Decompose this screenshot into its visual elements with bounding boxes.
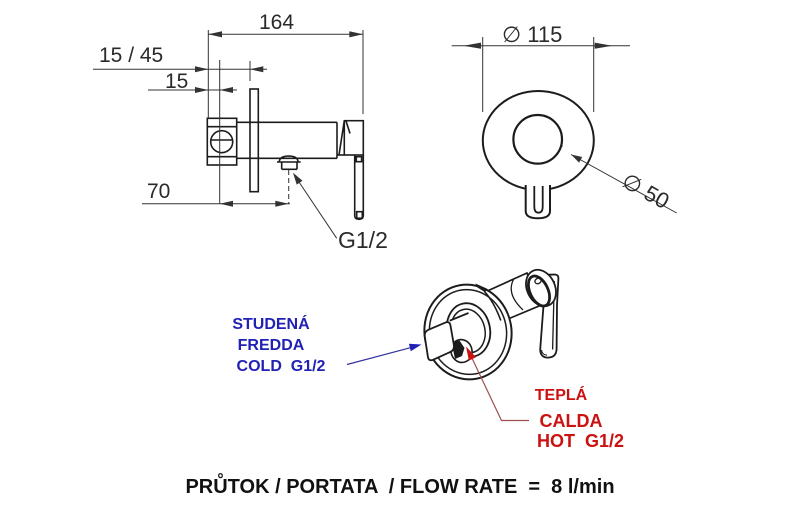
side-view-dimensions bbox=[93, 30, 364, 239]
front-view-dimensions bbox=[451, 37, 677, 214]
dim-depth-range: 15 / 45 bbox=[99, 44, 164, 67]
flow-rate-note: PRŮTOK / PORTATA / FLOW RATE = 8 l/min bbox=[185, 476, 615, 498]
side-view-drawing bbox=[206, 88, 365, 221]
dim-plate-diameter: ∅ 115 bbox=[502, 22, 563, 47]
cold-label-english: COLD G1/2 bbox=[236, 358, 326, 375]
dim-depth: 15 bbox=[165, 70, 189, 93]
cold-hot-leaders bbox=[346, 343, 529, 422]
dim-outlet-thread: G1/2 bbox=[338, 227, 388, 253]
front-view-drawing bbox=[481, 90, 595, 220]
hot-label-italian: CALDA bbox=[539, 411, 603, 431]
hot-label-english: HOT G1/2 bbox=[536, 431, 625, 451]
cold-label-czech: STUDENÁ bbox=[232, 316, 310, 333]
hot-label-czech: TEPLÁ bbox=[534, 387, 588, 404]
perspective-view-drawing bbox=[423, 268, 560, 381]
cold-label-italian: FREDDA bbox=[237, 337, 305, 354]
dim-outlet-offset: 70 bbox=[147, 180, 171, 203]
dim-total-width: 164 bbox=[259, 11, 295, 34]
